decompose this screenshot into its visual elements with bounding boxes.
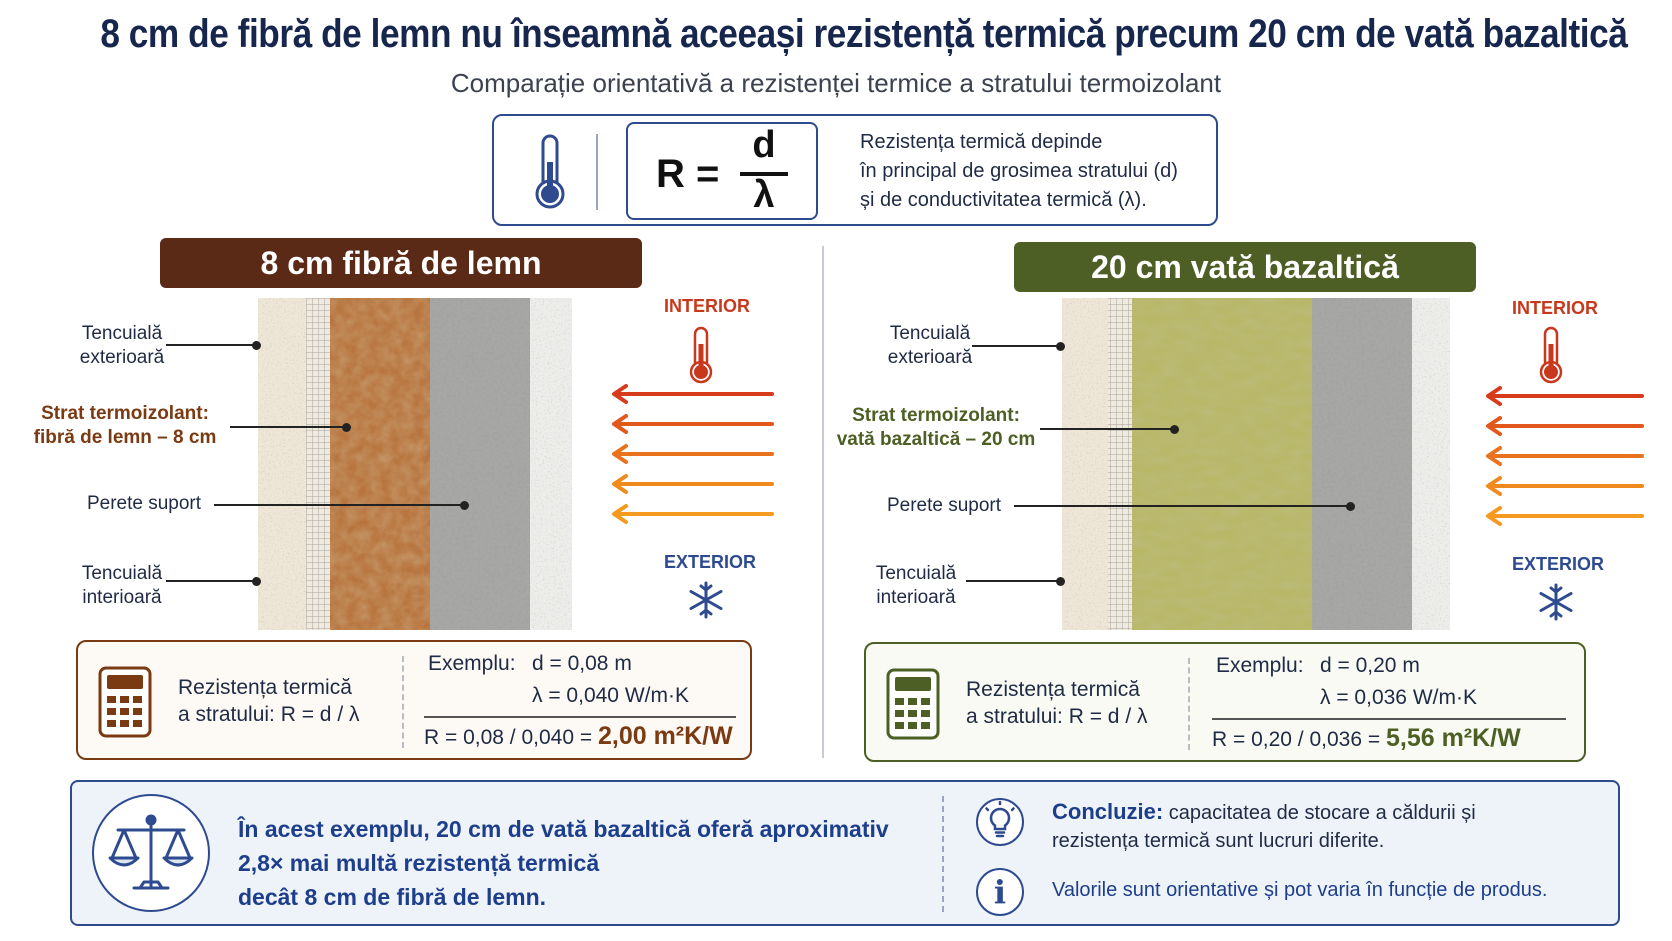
label-insulation-basalt: Strat termoizolant:vată bazaltică – 20 c…	[836, 405, 1036, 450]
leader-dot	[252, 577, 261, 586]
calc-rule	[1212, 718, 1566, 720]
leader-line	[166, 580, 256, 582]
snowflake-icon	[689, 581, 723, 619]
scale-icon	[92, 794, 210, 912]
conclusion-label: Concluzie:	[1052, 799, 1164, 824]
header-wood-fiber: 8 cm fibră de lemn	[160, 238, 642, 288]
calc-d-value: d = 0,20 m	[1320, 654, 1420, 677]
formula-note-line: în principal de grosimea stratului (d)	[860, 160, 1178, 182]
formula-fraction-bar	[740, 172, 788, 176]
thermometer-icon	[1539, 326, 1563, 384]
conclusion-main: În acest exemplu, 20 cm de vată bazaltic…	[238, 816, 889, 910]
leader-line	[972, 345, 1060, 347]
wall-section-basalt-wool	[1062, 298, 1450, 630]
leader-dot	[252, 341, 261, 350]
calculator-icon	[98, 666, 152, 738]
wall-section-wood-fiber	[258, 298, 572, 630]
formula-lhs: R =	[656, 152, 720, 196]
formula-denominator: λ	[753, 174, 775, 216]
thermometer-icon	[689, 326, 713, 384]
snowflake-icon	[1539, 583, 1573, 621]
info-icon: i	[976, 868, 1024, 916]
calc-result: R = 0,08 / 0,040 = 2,00 m²K/W	[424, 722, 733, 750]
calc-divider	[402, 656, 404, 748]
formula-note-line: și de conductivitatea termică (λ).	[860, 189, 1147, 211]
panel-divider	[822, 246, 824, 758]
leader-dot	[1056, 577, 1065, 586]
label-support-wall: Perete suport	[86, 493, 202, 514]
leader-line	[966, 580, 1060, 582]
leader-dot	[1346, 502, 1355, 511]
formula-card: R = d λ	[626, 122, 818, 220]
label-support-wall: Perete suport	[886, 495, 1002, 516]
leader-line	[1014, 505, 1350, 507]
leader-dot	[342, 423, 351, 432]
calc-lambda-value: λ = 0,036 W/m·K	[1320, 686, 1477, 709]
calc-result-value: 2,00 m²K/W	[597, 722, 733, 750]
calc-d-value: d = 0,08 m	[532, 652, 632, 675]
lightbulb-icon	[976, 798, 1024, 846]
formula-note-line: Rezistența termică depinde	[860, 131, 1103, 153]
page-subtitle: Comparație orientativă a rezistenței ter…	[450, 68, 1222, 98]
heat-flow-arrows	[612, 384, 774, 524]
formula-numerator: d	[752, 124, 776, 166]
conclusion-text: Concluzie: capacitatea de stocare a căld…	[1052, 799, 1476, 852]
calc-divider	[1188, 658, 1190, 750]
calculator-icon	[886, 668, 940, 740]
formula-note: Rezistența termică depinde în principal …	[860, 128, 1210, 215]
calc-result: R = 0,20 / 0,036 = 5,56 m²K/W	[1212, 724, 1521, 752]
leader-line	[230, 426, 346, 428]
label-insulation-wood: Strat termoizolant:fibră de lemn – 8 cm	[33, 403, 217, 448]
tag-exterior: EXTERIOR	[1512, 554, 1605, 574]
leader-line	[166, 344, 256, 346]
thermometer-icon	[535, 134, 565, 209]
calc-example-label: Exemplu:	[428, 652, 516, 675]
conclusion-box: În acest exemplu, 20 cm de vată bazaltic…	[70, 780, 1620, 926]
tag-interior: INTERIOR	[1512, 298, 1599, 318]
disclaimer-note: Valorile sunt orientative și pot varia î…	[1052, 879, 1548, 901]
calc-example-label: Exemplu:	[1216, 654, 1304, 677]
calc-result-value: 5,56 m²K/W	[1385, 724, 1521, 752]
formula-box: R = d λ Rezistența termică depinde în pr…	[492, 114, 1218, 226]
formula-separator	[596, 134, 598, 210]
header-basalt-wool: 20 cm vată bazaltică	[1014, 242, 1476, 292]
tag-interior: INTERIOR	[664, 296, 751, 316]
tag-exterior: EXTERIOR	[664, 552, 757, 572]
conclusion-divider	[942, 796, 944, 912]
calc-lambda-value: λ = 0,040 W/m·K	[532, 684, 689, 707]
page-title: 8 cm de fibră de lemn nu înseamnă aceeaș…	[100, 12, 1628, 56]
leader-dot	[1170, 425, 1179, 434]
leader-line	[214, 504, 464, 506]
heat-flow-arrows	[1486, 386, 1644, 526]
leader-dot	[460, 501, 469, 510]
leader-dot	[1056, 342, 1065, 351]
leader-line	[1040, 428, 1174, 430]
calc-rule	[424, 716, 736, 718]
